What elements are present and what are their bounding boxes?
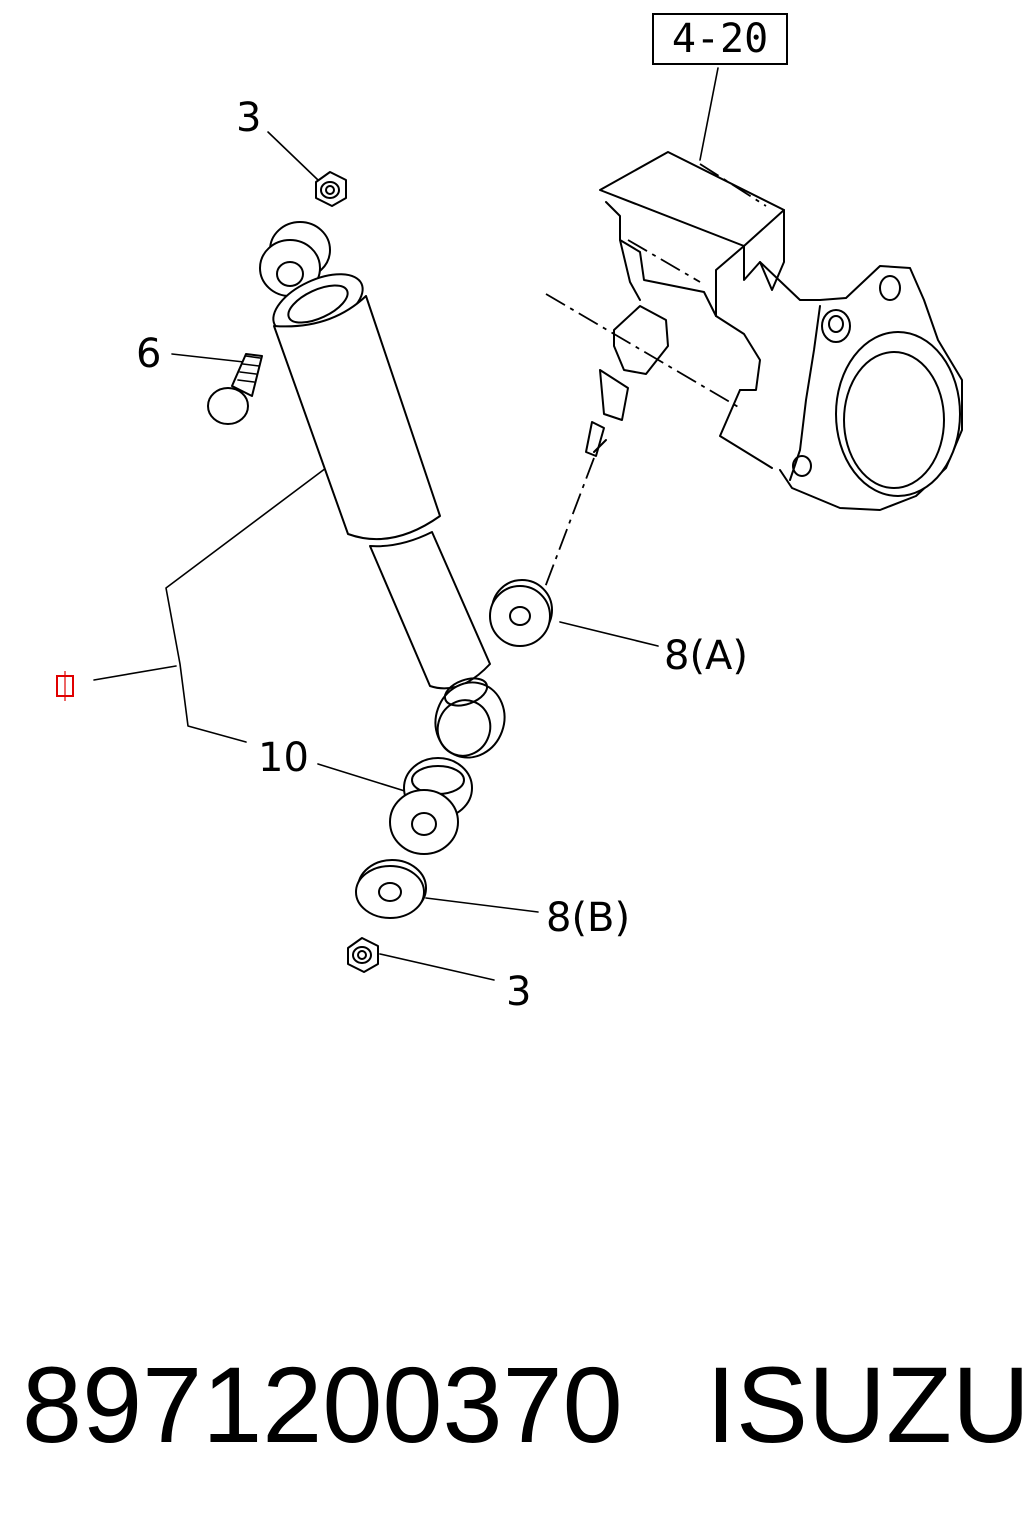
bolt — [207, 353, 263, 425]
brand-name: ISUZU — [706, 1344, 1024, 1465]
shock-absorber — [259, 221, 506, 759]
washer-a — [489, 579, 553, 647]
center-lines — [543, 163, 767, 591]
nut-bottom — [347, 937, 379, 973]
callout-washer-a: 8(A) — [664, 633, 749, 679]
callout-washer-b: 8(B) — [546, 895, 631, 941]
callout-nut-top: 3 — [236, 95, 262, 141]
callout-bushing: 10 — [258, 735, 309, 781]
reference-box: 4-20 — [652, 13, 788, 65]
washer-b — [355, 859, 427, 919]
callout-bolt: 6 — [136, 331, 162, 377]
item-1-marker — [56, 671, 74, 701]
leader-lines — [93, 67, 719, 981]
hardware-parts — [207, 171, 553, 973]
nut-top — [315, 171, 347, 207]
frame-bracket — [585, 151, 963, 511]
callout-nut-bottom: 3 — [506, 969, 532, 1015]
bushing — [389, 757, 473, 855]
part-number: 8971200370 — [22, 1344, 623, 1465]
